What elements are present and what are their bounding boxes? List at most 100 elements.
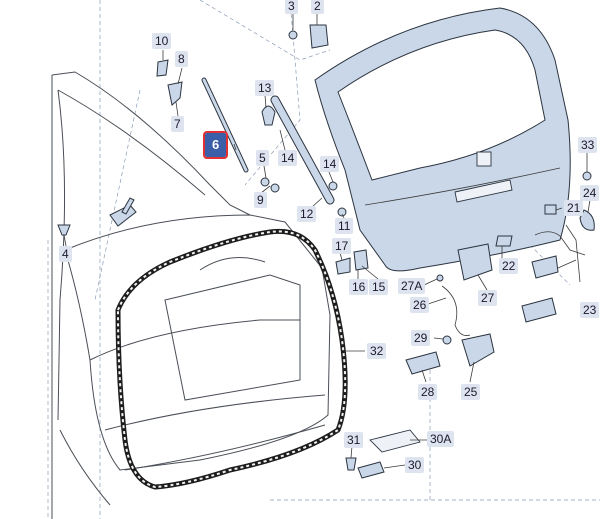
car-body-edge <box>57 89 66 421</box>
bump-stop <box>353 249 369 271</box>
leader-line <box>63 234 67 247</box>
bump-stop <box>335 257 351 275</box>
hose-clip <box>579 209 595 231</box>
part-label[interactable]: 29 <box>411 330 431 346</box>
wire-harness <box>534 231 586 256</box>
part-label[interactable]: 8 <box>175 51 188 67</box>
leader-line <box>557 224 581 283</box>
reference-line <box>199 0 331 61</box>
part-label[interactable]: 17 <box>332 238 352 254</box>
trunk-floor <box>89 319 300 361</box>
part-label[interactable]: 30A <box>427 431 455 447</box>
leader-line <box>383 464 406 469</box>
label-part <box>369 429 421 453</box>
part-label[interactable]: 15 <box>369 279 389 295</box>
bracket-part <box>309 24 329 49</box>
leader-line <box>477 274 488 291</box>
bolt-part <box>345 457 357 471</box>
cable-clip <box>261 105 276 126</box>
part-label[interactable]: 9 <box>254 192 267 208</box>
leader-line <box>361 265 379 280</box>
part-label[interactable]: 27 <box>478 290 498 306</box>
tailgate-seal <box>115 228 348 490</box>
rear-light <box>59 429 111 506</box>
leader-line <box>350 445 353 459</box>
part-label[interactable]: 14 <box>320 156 340 172</box>
lock-motor <box>457 243 493 281</box>
leader-line <box>341 213 345 219</box>
part-label[interactable]: 22 <box>499 258 519 274</box>
leader-line <box>421 369 427 383</box>
leader-line <box>469 361 475 383</box>
leader-line <box>177 67 183 85</box>
cover-part <box>405 351 441 375</box>
bracket-part <box>357 461 385 479</box>
part-label[interactable]: 14 <box>278 150 298 166</box>
leader-line <box>264 94 267 109</box>
tailgate-seal <box>117 230 347 488</box>
part-label[interactable]: 25 <box>461 384 481 400</box>
leader-line <box>433 337 444 340</box>
part-label[interactable]: 33 <box>578 137 598 153</box>
leader-line <box>427 297 447 305</box>
cargo-area <box>164 274 301 401</box>
gas-strut-rod <box>202 78 248 172</box>
leader-line <box>233 143 237 151</box>
leader-line <box>339 252 343 261</box>
part-label[interactable]: 24 <box>580 185 600 201</box>
part-label[interactable]: 3 <box>285 0 298 14</box>
car-roof <box>57 89 206 196</box>
bumper-line <box>104 394 326 431</box>
switch-part <box>521 297 557 323</box>
part-label[interactable]: 30 <box>405 457 425 473</box>
leader-line <box>311 197 323 208</box>
part-label[interactable]: 11 <box>335 218 354 234</box>
car-roof <box>51 71 251 216</box>
hinge-cover <box>109 204 137 227</box>
part-label[interactable]: 7 <box>171 116 184 132</box>
part-label[interactable]: 16 <box>349 279 369 295</box>
leader-line <box>328 171 334 183</box>
screw-part <box>582 171 592 181</box>
part-label[interactable]: 13 <box>255 80 275 96</box>
part-label[interactable]: 21 <box>564 200 584 216</box>
bolt-part <box>270 183 280 193</box>
license-plate-recess <box>454 179 513 203</box>
part-label[interactable]: 10 <box>152 33 172 49</box>
bolt-part <box>328 181 338 191</box>
part-label[interactable]: 4 <box>59 246 72 262</box>
leader-line <box>423 278 438 286</box>
gas-strut-body <box>271 96 334 204</box>
leader-line <box>260 185 271 194</box>
bolt-part <box>337 207 347 217</box>
part-label[interactable]: 32 <box>367 343 387 359</box>
leader-line <box>279 129 286 151</box>
leader-line <box>555 207 563 211</box>
part-label[interactable]: 31 <box>344 432 364 448</box>
part-label[interactable]: 28 <box>418 384 438 400</box>
part-label[interactable]: 27A <box>398 278 426 294</box>
bolt-part <box>260 177 270 187</box>
bumper-line <box>124 424 326 471</box>
pin-part <box>121 197 135 215</box>
trunk-trim <box>199 257 266 271</box>
part-label-selected[interactable]: 6 <box>202 131 229 159</box>
part-label[interactable]: 5 <box>256 150 269 166</box>
part-label[interactable]: 12 <box>297 206 317 222</box>
clip-part <box>544 204 557 215</box>
bolt-part <box>288 30 298 40</box>
tailgate-window <box>337 29 546 181</box>
tailgate-crease <box>364 167 561 206</box>
trunk-opening <box>64 214 331 471</box>
release-cable <box>441 285 471 336</box>
leader-line <box>263 165 267 179</box>
leader-line <box>175 101 179 117</box>
part-label[interactable]: 26 <box>410 297 430 313</box>
bolt-part <box>442 335 452 345</box>
cover-part <box>495 235 513 247</box>
reference-line <box>94 89 141 301</box>
part-label[interactable]: 2 <box>311 0 324 14</box>
part-label[interactable]: 23 <box>580 302 600 318</box>
